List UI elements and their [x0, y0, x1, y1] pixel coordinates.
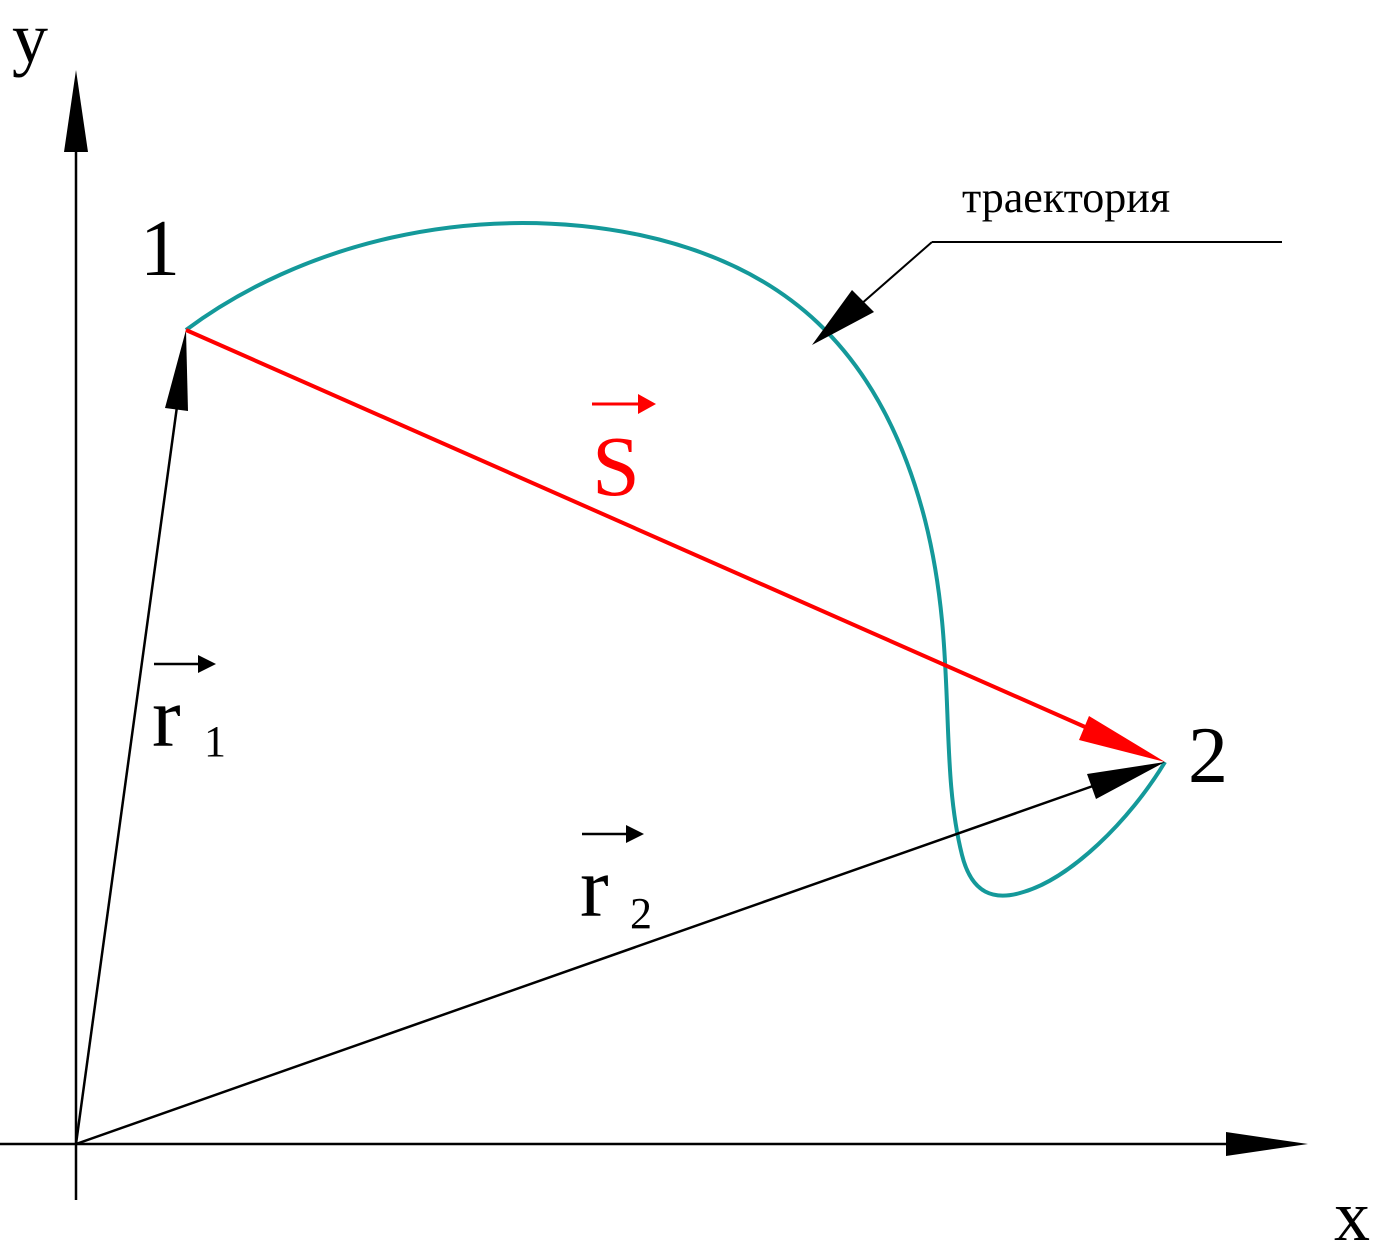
- r2-symbol: r: [580, 839, 609, 935]
- trajectory-pointer: [812, 241, 1282, 345]
- displacement-label: S: [592, 394, 656, 514]
- y-axis: [64, 70, 88, 1200]
- r2-overarrow-head: [626, 825, 644, 843]
- y-axis-label: y: [12, 0, 48, 78]
- r2-subscript: 2: [630, 889, 652, 938]
- displacement-vector: [185, 328, 1165, 762]
- r2-arrowhead: [1087, 762, 1165, 799]
- r1-label: r 1: [152, 655, 226, 766]
- point-1-label: 1: [140, 205, 180, 293]
- displacement-arrowhead: [1079, 716, 1165, 762]
- r2-vector: [75, 762, 1165, 1146]
- trajectory-label: траектория: [962, 173, 1170, 222]
- r2-label: r 2: [580, 825, 652, 938]
- r1-vector: [74, 330, 188, 1145]
- r1-subscript: 1: [204, 717, 226, 766]
- trajectory-curve: [184, 221, 1167, 898]
- displacement-symbol: S: [592, 418, 640, 514]
- r1-overarrow-head: [198, 655, 216, 673]
- displacement-overarrow-head: [638, 394, 656, 414]
- trajectory-pointer-arrowhead: [812, 290, 874, 345]
- y-axis-arrowhead: [64, 70, 88, 152]
- r1-arrowhead: [165, 330, 188, 411]
- x-axis: [0, 1132, 1308, 1156]
- point-2-label: 2: [1188, 712, 1228, 800]
- r1-symbol: r: [152, 669, 181, 765]
- x-axis-arrowhead: [1226, 1132, 1308, 1156]
- x-axis-label: x: [1334, 1176, 1370, 1248]
